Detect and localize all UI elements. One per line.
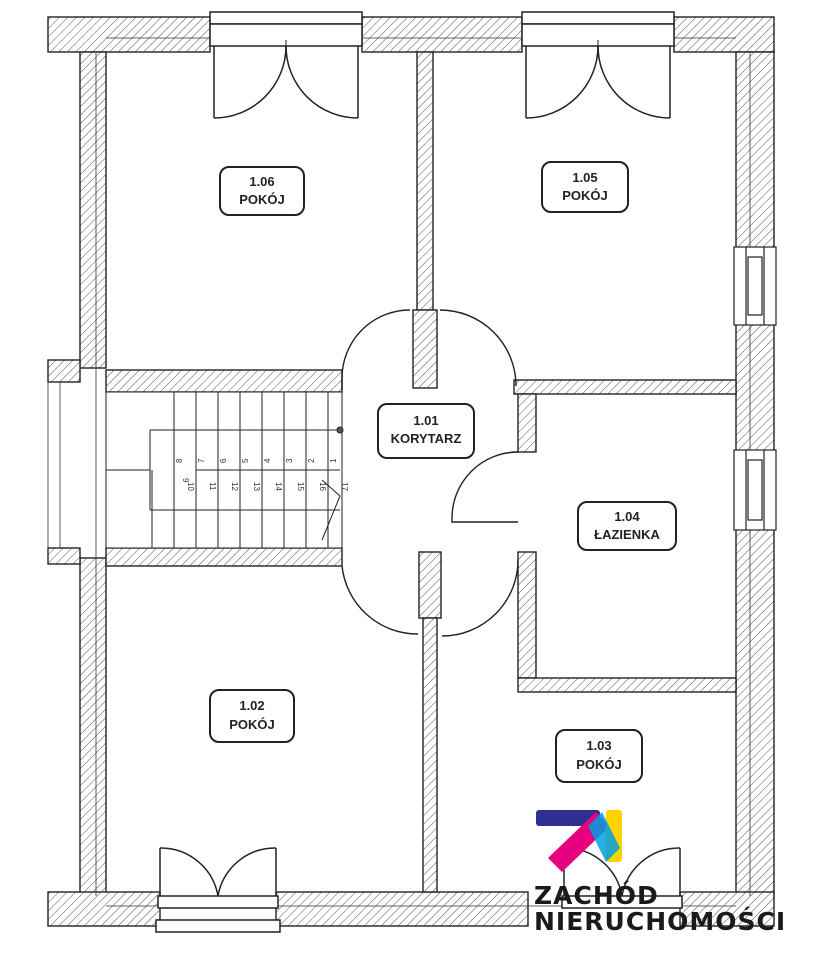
logo-mark-icon xyxy=(536,810,622,872)
wall-stair-outer-bottom xyxy=(47,547,81,565)
stair-step-number: 8 xyxy=(175,458,184,463)
door-top-left xyxy=(209,11,363,119)
stair-labels: 8 7 6 5 4 3 2 1 910 11 12 13 14 15 16 17 xyxy=(175,458,349,491)
stair-step-number: 14 xyxy=(274,482,283,491)
wall-bath-bottom xyxy=(517,677,737,693)
wall-top-right xyxy=(673,16,775,53)
door-top-right xyxy=(521,11,675,119)
wall-bottom-left xyxy=(47,891,161,927)
room-label-1-01: 1.01 KORYTARZ xyxy=(377,403,475,459)
door-swing-104 xyxy=(451,451,519,523)
room-number: 1.04 xyxy=(614,509,640,524)
room-label-1-03: 1.03 POKÓJ xyxy=(555,729,643,783)
room-name: POKÓJ xyxy=(229,717,275,732)
room-label-1-04: 1.04 ŁAZIENKA xyxy=(577,501,677,551)
stair-step-number: 5 xyxy=(241,458,250,463)
windows xyxy=(733,246,777,531)
wall-stair-top xyxy=(105,369,343,393)
stair-treads xyxy=(151,392,344,548)
wall-partition-bottom xyxy=(422,617,438,893)
wall-stair-bottom xyxy=(105,547,343,567)
room-label-1-02: 1.02 POKÓJ xyxy=(209,689,295,743)
room-number: 1.05 xyxy=(572,170,597,185)
door-swing-103 xyxy=(441,559,519,637)
wall-partition-top xyxy=(416,51,434,311)
company-logo: ZACHÓD NIERUCHOMOŚCI xyxy=(534,810,786,936)
stairs xyxy=(105,391,343,549)
stair-step-number: 9 xyxy=(181,478,190,483)
door-swing-105 xyxy=(439,309,517,387)
room-name: ŁAZIENKA xyxy=(594,527,660,542)
wall-partition-bottom-stub xyxy=(418,551,442,619)
wall-bottom-right xyxy=(679,891,775,927)
logo-line-1: ZACHÓD xyxy=(534,880,659,910)
door-swing-106 xyxy=(341,309,411,390)
stair-step-number: 17 xyxy=(340,482,349,491)
room-name: POKÓJ xyxy=(576,757,622,772)
stair-step-number: 4 xyxy=(263,458,272,463)
logo-line-2: NIERUCHOMOŚCI xyxy=(534,906,786,936)
wall-bath-left-lower xyxy=(517,551,537,679)
door-swing-102 xyxy=(341,565,419,635)
room-label-1-06: 1.06 POKÓJ xyxy=(219,166,305,216)
room-number: 1.03 xyxy=(586,738,611,753)
stair-step-number: 1 xyxy=(329,458,338,463)
stair-step-number: 7 xyxy=(197,458,206,463)
room-number: 1.01 xyxy=(413,413,438,428)
room-name: KORYTARZ xyxy=(391,431,462,446)
stair-step-number: 13 xyxy=(252,482,261,491)
stair-step-number: 10 xyxy=(186,482,195,491)
room-labels: 1.06 POKÓJ 1.05 POKÓJ 1.01 KORYTARZ 1.04… xyxy=(209,161,677,783)
wall-bottom-middle xyxy=(275,891,529,927)
wall-partition-top-stub xyxy=(412,309,438,389)
door-bottom-right xyxy=(561,847,683,909)
stair-step-number: 16 xyxy=(318,482,327,491)
room-name: POKÓJ xyxy=(239,192,285,207)
stair-direction-arrow xyxy=(321,479,341,541)
wall-top-left xyxy=(47,16,211,53)
stair-step-number: 15 xyxy=(296,482,305,491)
doors xyxy=(155,11,683,933)
stair-step-number: 2 xyxy=(307,458,316,463)
stair-step-number: 3 xyxy=(285,458,294,463)
stair-step-number: 12 xyxy=(230,482,239,491)
wall-bath-left-upper xyxy=(517,393,537,453)
room-label-1-05: 1.05 POKÓJ xyxy=(541,161,629,213)
room-number: 1.02 xyxy=(239,698,264,713)
wall-left-upper xyxy=(79,51,107,369)
stair-step-number: 6 xyxy=(219,458,228,463)
wall-bath-top xyxy=(513,379,737,395)
wall-left-lower xyxy=(79,557,107,897)
wall-stair-outer xyxy=(47,359,81,383)
stair-step-number: 11 xyxy=(208,482,217,491)
stair-start-marker xyxy=(336,426,344,434)
door-bottom-left xyxy=(155,847,281,933)
room-name: POKÓJ xyxy=(562,188,608,203)
wall-top-middle xyxy=(361,16,523,53)
room-number: 1.06 xyxy=(249,174,274,189)
